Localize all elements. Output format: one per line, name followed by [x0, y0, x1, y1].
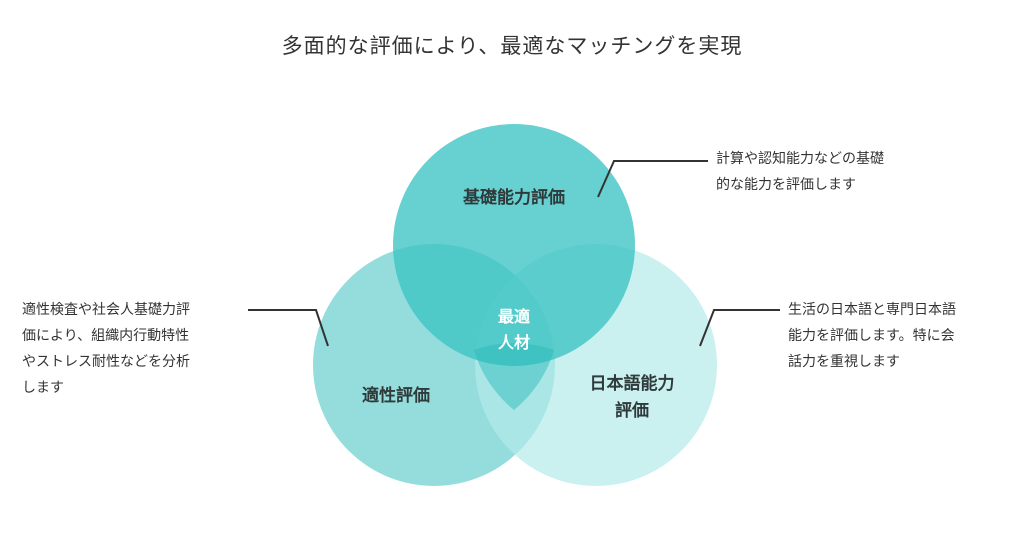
connector-aptitude	[248, 309, 329, 347]
label-japanese-line1: 日本語能力	[590, 373, 675, 394]
annotation-aptitude: 適性検査や社会人基礎力評 価により、組織内行動特性 やストレス耐性などを分析 し…	[22, 302, 190, 396]
label-aptitude: 適性評価	[362, 385, 430, 406]
label-center-line1: 最適	[498, 307, 530, 326]
connector-basic	[597, 160, 708, 198]
label-japanese-line2: 評価	[615, 400, 649, 421]
annotation-japanese: 生活の日本語と専門日本語 能力を評価します。特に会 話力を重視します	[788, 302, 956, 370]
circle-basic	[393, 124, 635, 366]
center-overlap	[474, 343, 554, 410]
annotation-basic: 計算や認知能力などの基礎 的な能力を評価します	[716, 151, 884, 193]
page-title: 多面的な評価により、最適なマッチングを実現	[281, 34, 743, 58]
connector-japanese	[699, 309, 780, 347]
label-center-line2: 人材	[498, 333, 530, 352]
label-basic: 基礎能力評価	[462, 187, 565, 208]
